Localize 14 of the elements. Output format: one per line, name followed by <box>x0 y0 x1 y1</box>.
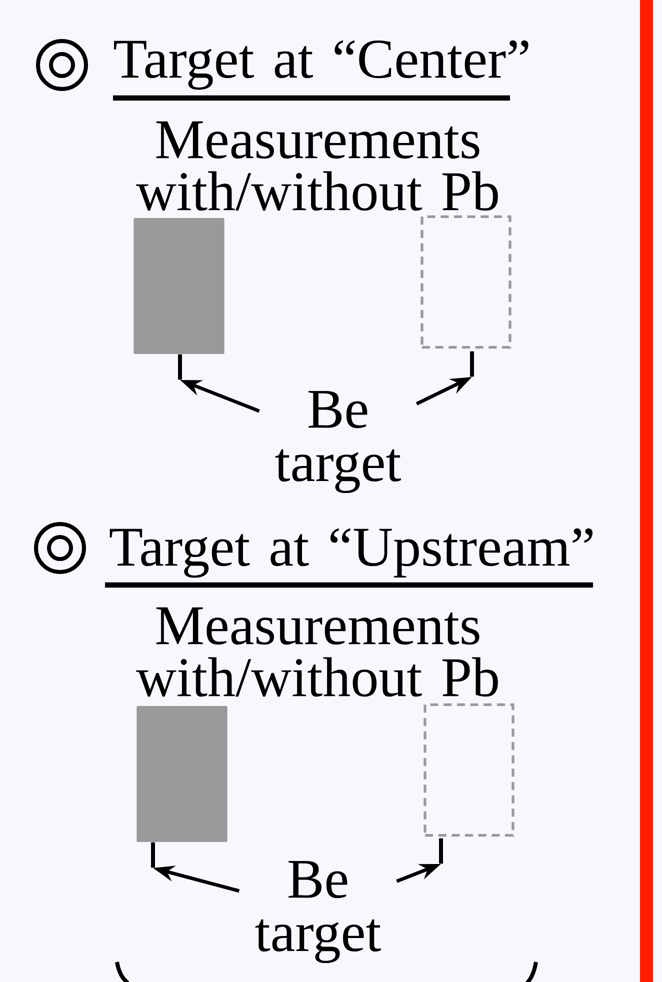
target-mark <box>470 351 474 377</box>
heading: Target at “Upstream” <box>110 528 593 578</box>
empty-slot <box>420 215 512 349</box>
caption-text: Measurements with/without Pb <box>136 607 498 697</box>
target-mark <box>151 842 155 868</box>
empty-slot <box>424 703 514 837</box>
target-label: Be target <box>275 390 401 494</box>
lead-block <box>134 218 224 354</box>
heading: Target at “Center” <box>114 40 528 90</box>
target-mark <box>439 838 443 864</box>
lead-block <box>136 706 228 842</box>
caption-text: Measurements with/without Pb <box>136 121 498 211</box>
target-label: Be target <box>255 860 381 964</box>
target-mark <box>178 354 182 380</box>
